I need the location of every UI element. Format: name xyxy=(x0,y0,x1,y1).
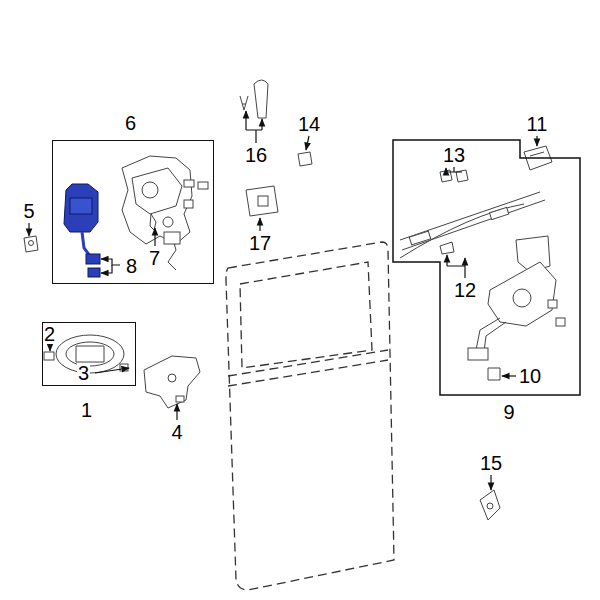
callout-number: 12 xyxy=(453,280,477,300)
lock-assembly xyxy=(122,156,208,270)
callout-number: 2 xyxy=(43,324,56,344)
callout-number: 10 xyxy=(518,366,542,386)
part-group-box: 678 xyxy=(52,140,214,284)
part-group-box: 9101213 xyxy=(393,140,580,395)
cover-part xyxy=(240,80,268,118)
bracket-part xyxy=(144,356,200,408)
clip-part xyxy=(298,152,312,166)
callout-number: 4 xyxy=(170,422,183,442)
leader-lines xyxy=(29,111,537,524)
callout-number: 16 xyxy=(244,145,268,165)
callout-number: 8 xyxy=(125,256,138,276)
callout-number: 6 xyxy=(124,113,137,133)
callout-number: 3 xyxy=(77,363,90,383)
callout-number: 5 xyxy=(22,201,35,221)
latch-assembly xyxy=(400,170,565,380)
callout-number: 13 xyxy=(442,145,466,165)
callout-number: 15 xyxy=(479,453,503,473)
callout-number: 7 xyxy=(148,248,161,268)
door-outline xyxy=(226,242,394,590)
group-outline xyxy=(393,140,580,395)
part-group-box: 123 xyxy=(42,322,136,386)
bracket-part xyxy=(246,186,278,216)
clip-part xyxy=(24,236,38,252)
callout-number: 17 xyxy=(248,233,272,253)
callout-number: 9 xyxy=(502,402,515,422)
actuator-highlighted xyxy=(64,184,100,277)
callout-number: 1 xyxy=(80,400,93,420)
striker-part xyxy=(480,490,500,520)
callout-number: 11 xyxy=(526,114,549,134)
callout-number: 14 xyxy=(297,114,321,134)
